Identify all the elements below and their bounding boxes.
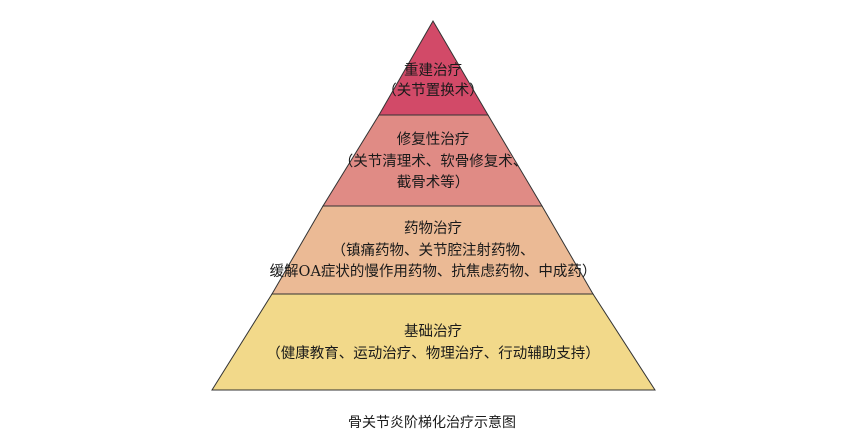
tier-drug-line-1: （镇痛药物、关节腔注射药物、	[332, 242, 535, 259]
tier-surgery-title: 重建治疗	[404, 62, 462, 79]
tier-drug-line-2: 缓解OA症状的慢作用药物、抗焦虑药物、中成药）	[270, 263, 597, 280]
tier-surgery-line-1: （关节置换术）	[382, 82, 484, 99]
tier-repair-line-1: （关节清理术、软骨修复术、	[339, 152, 528, 170]
tier-repair-line-2: 截骨术等）	[397, 173, 470, 191]
tier-basic-line-1: （健康教育、运动治疗、物理治疗、行动辅助支持）	[266, 345, 600, 362]
tier-basic-shape	[211, 293, 656, 391]
figure-caption: 骨关节炎阶梯化治疗示意图	[348, 415, 516, 431]
tier-basic-title: 基础治疗	[404, 323, 462, 340]
tier-repair-title: 修复性治疗	[397, 130, 470, 148]
tier-drug-title: 药物治疗	[404, 220, 462, 237]
